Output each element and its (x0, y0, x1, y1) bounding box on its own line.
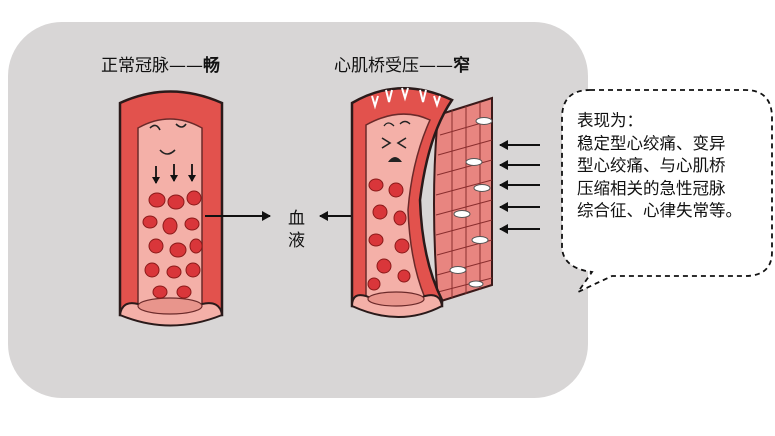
face-eye-right (396, 137, 407, 149)
right-vessel-title: 心肌桥受压——窄 (334, 51, 470, 76)
blood-label-1: 血 (288, 209, 305, 229)
face-eye-left (381, 137, 392, 149)
speech-bubble (561, 89, 773, 295)
muscle-bridge (433, 96, 493, 304)
left-title-text: 正常冠脉—— (101, 56, 203, 76)
callout-line: 表现为： (577, 111, 643, 130)
callout-line: 综合征、心律失常等。 (577, 201, 742, 220)
left-vessel-title: 正常冠脉——畅 (101, 51, 220, 76)
face-mouth (159, 149, 176, 155)
blood-label-2: 液 (288, 231, 305, 251)
callout-line: 型心绞痛、与心肌桥 (577, 156, 726, 175)
left-title-bold: 畅 (203, 56, 220, 76)
callout-line: 压缩相关的急性冠脉 (577, 178, 726, 198)
compression-arrows (499, 140, 540, 234)
callout-text: 表现为： 稳定型心绞痛、变异 型心绞痛、与心肌桥 压缩相关的急性冠脉 综合征、心… (577, 110, 775, 223)
right-title-text: 心肌桥受压—— (334, 56, 453, 76)
compressed-vessel (350, 86, 493, 318)
face-mouth (388, 157, 402, 162)
callout-line: 稳定型心绞痛、变异 (577, 133, 726, 153)
blood-cells-right (367, 178, 411, 291)
right-title-bold: 窄 (453, 56, 470, 76)
face-eye-right (175, 123, 187, 128)
normal-vessel (118, 90, 224, 327)
blood-cells-left (142, 190, 203, 299)
face-eye-left (149, 124, 161, 131)
